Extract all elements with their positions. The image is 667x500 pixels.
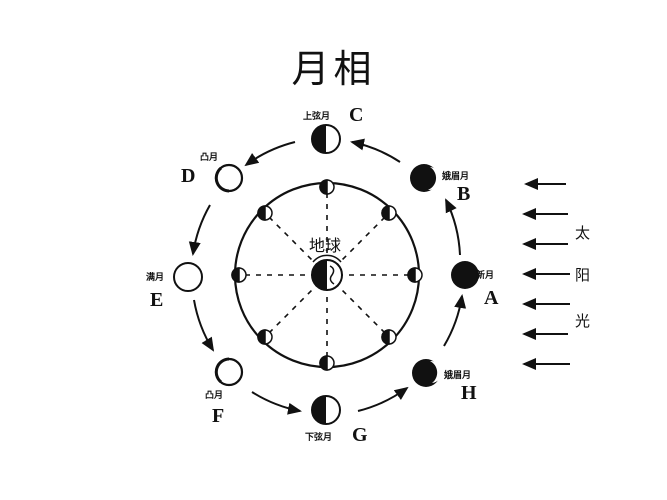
phase-name-F: 凸月 <box>205 391 224 401</box>
moon-D-gibbous-icon <box>214 163 244 193</box>
phase-letter-F: F <box>212 405 225 427</box>
phase-letter-C: C <box>349 104 364 126</box>
phase-letter-B: B <box>457 183 471 205</box>
orbit-arrows <box>188 138 467 415</box>
moon-E-full-icon <box>173 262 203 292</box>
phase-letter-G: G <box>352 424 368 446</box>
sunlight-char-1: 太 <box>575 224 591 242</box>
phase-name-A: 新月 <box>476 271 495 281</box>
phase-name-H: 娥眉月 <box>444 371 472 381</box>
page-title: 月相 <box>291 47 376 91</box>
sunlight-arrows <box>522 178 570 370</box>
moon-B-crescent-icon <box>410 164 441 192</box>
sunlight-char-3: 光 <box>575 312 591 330</box>
moon-H-crescent-icon <box>412 359 443 387</box>
phase-letter-D: D <box>181 165 196 187</box>
phase-letter-H: H <box>461 382 477 404</box>
inner-moons <box>231 179 423 371</box>
moon-G-last-quarter-icon <box>311 395 341 425</box>
phase-name-C: 上弦月 <box>303 112 331 122</box>
earth-label: 地球 <box>309 236 342 255</box>
earth-icon <box>311 254 343 291</box>
phase-name-E: 满月 <box>146 273 165 283</box>
moon-C-first-quarter-icon <box>311 124 341 154</box>
sunlight-char-2: 阳 <box>575 266 591 284</box>
moon-A-new-icon <box>451 261 479 289</box>
phase-letter-E: E <box>150 289 164 311</box>
phase-name-D: 凸月 <box>200 153 219 163</box>
phase-name-B: 娥眉月 <box>442 172 470 182</box>
moon-F-gibbous-icon <box>214 357 244 387</box>
phase-letter-A: A <box>484 287 499 309</box>
phase-name-G: 下弦月 <box>305 433 333 443</box>
